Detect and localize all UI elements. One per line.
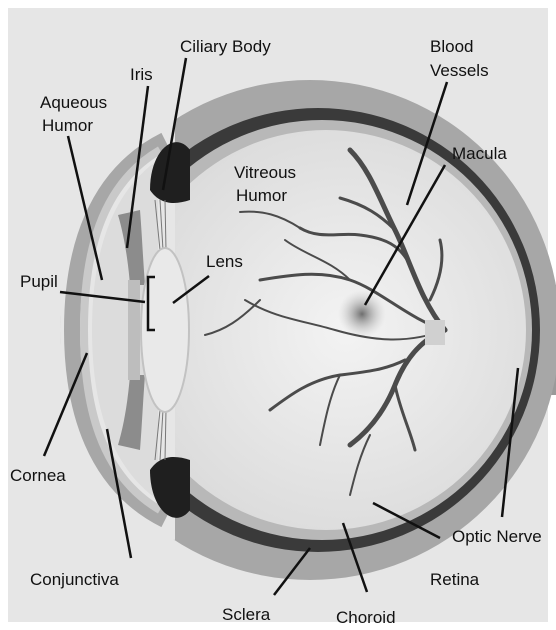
label-aqueous-humor-line1: Aqueous bbox=[40, 93, 107, 112]
label-vitreous-humor-line1: Vitreous bbox=[234, 163, 296, 182]
label-iris: Iris bbox=[130, 65, 153, 84]
label-vitreous-humor-line2: Humor bbox=[236, 186, 287, 205]
label-blood-vessels-line1: Blood bbox=[430, 37, 473, 56]
label-macula: Macula bbox=[452, 144, 507, 163]
label-choroid: Choroid bbox=[336, 608, 396, 627]
label-sclera: Sclera bbox=[222, 605, 271, 624]
label-retina: Retina bbox=[430, 570, 480, 589]
macula bbox=[338, 290, 386, 338]
optic-disc bbox=[425, 320, 445, 345]
label-aqueous-humor-line2: Humor bbox=[42, 116, 93, 135]
label-lens: Lens bbox=[206, 252, 243, 271]
label-cornea: Cornea bbox=[10, 466, 66, 485]
label-optic-nerve: Optic Nerve bbox=[452, 527, 542, 546]
label-pupil: Pupil bbox=[20, 272, 58, 291]
label-conjunctiva: Conjunctiva bbox=[30, 570, 119, 589]
iris-inner bbox=[128, 280, 140, 380]
label-ciliary-body: Ciliary Body bbox=[180, 37, 271, 56]
label-blood-vessels-line2: Vessels bbox=[430, 61, 489, 80]
